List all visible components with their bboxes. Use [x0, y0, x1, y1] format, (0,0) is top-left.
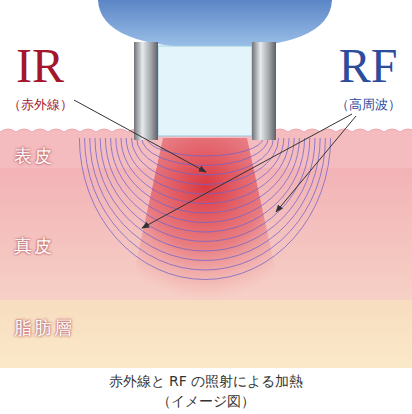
rf-field-line	[126, 138, 284, 194]
device-head	[98, 0, 332, 48]
fat-layer	[0, 298, 412, 368]
rf-field-line	[147, 138, 263, 156]
rf-field-line	[142, 138, 268, 166]
ir-window	[158, 46, 252, 136]
layer-name: 脂肪層	[14, 316, 74, 340]
heated-zone	[128, 138, 282, 300]
rf-field-line	[111, 138, 300, 222]
rf-field-lines	[79, 138, 330, 280]
rf-field-line	[85, 138, 326, 270]
rf-field-line	[137, 138, 274, 175]
rf-label: RF	[339, 40, 398, 92]
rf-electrode	[252, 42, 276, 140]
caption: 赤外線と RF の照射による加熱 （イメージ図）	[102, 371, 309, 411]
skin-layer-band: 脂肪層	[0, 298, 412, 368]
rf-field-line	[90, 138, 320, 261]
rf-leader-arrow	[142, 114, 352, 228]
rf-leader-arrow	[276, 116, 356, 212]
rf-field-line	[105, 138, 304, 232]
ir-sub-label: （赤外線）	[8, 97, 73, 113]
rf-field-line	[131, 138, 278, 185]
rf-electrode	[134, 42, 158, 140]
rf-sub-label: （高周波）	[336, 97, 401, 113]
layer-name: 表皮	[14, 144, 54, 168]
ir-leader-arrow	[74, 100, 206, 172]
ir-label: IR	[16, 40, 64, 92]
rf-field-line	[79, 138, 330, 280]
rf-field-line	[95, 138, 315, 251]
layer-name: 真皮	[14, 234, 54, 258]
